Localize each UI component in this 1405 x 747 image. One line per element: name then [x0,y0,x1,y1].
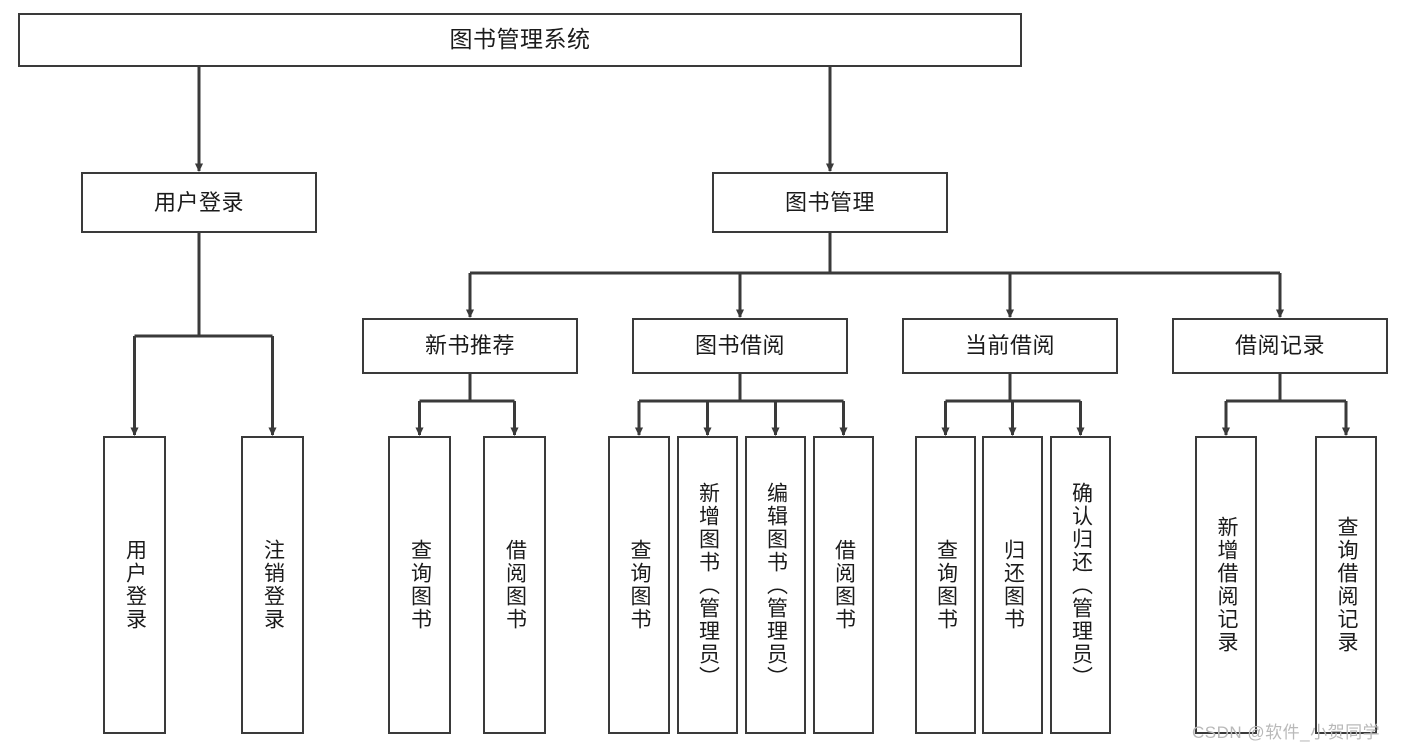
node-label-leaf-query-record: 查询借阅记录 [1335,516,1359,654]
node-label-root: 图书管理系统 [449,26,591,53]
node-leaf-return-book[interactable]: 归还图书 [982,436,1043,734]
node-label-leaf-user-login: 用户登录 [123,539,147,631]
node-label-book-borrow: 图书借阅 [694,333,785,359]
node-leaf-add-record[interactable]: 新增借阅记录 [1195,436,1257,734]
node-label-leaf-edit-book: 编辑图书（管理员） [764,481,788,689]
node-label-leaf-user-logout: 注销登录 [261,539,285,631]
node-root[interactable]: 图书管理系统 [18,13,1022,67]
node-borrow-record[interactable]: 借阅记录 [1172,318,1388,374]
node-label-leaf-borrow-book: 借阅图书 [832,539,856,631]
node-leaf-borrow-book-rec[interactable]: 借阅图书 [483,436,546,734]
node-leaf-confirm-return[interactable]: 确认归还（管理员） [1050,436,1111,734]
node-label-leaf-query-book-borrow: 查询图书 [628,539,652,631]
node-leaf-query-book-rec[interactable]: 查询图书 [388,436,451,734]
node-user-login[interactable]: 用户登录 [81,172,317,233]
node-label-borrow-record: 借阅记录 [1234,333,1325,359]
node-book-borrow[interactable]: 图书借阅 [632,318,848,374]
node-label-leaf-return-book: 归还图书 [1001,539,1025,631]
node-leaf-borrow-book[interactable]: 借阅图书 [813,436,874,734]
node-label-leaf-query-book-rec: 查询图书 [408,539,432,631]
node-label-leaf-add-book: 新增图书（管理员） [696,481,720,689]
node-leaf-query-book-borrow[interactable]: 查询图书 [608,436,670,734]
node-leaf-user-login[interactable]: 用户登录 [103,436,166,734]
node-current-borrow[interactable]: 当前借阅 [902,318,1118,374]
node-label-leaf-borrow-book-rec: 借阅图书 [503,539,527,631]
node-leaf-edit-book[interactable]: 编辑图书（管理员） [745,436,806,734]
node-label-user-login: 用户登录 [153,189,244,215]
node-book-manage[interactable]: 图书管理 [712,172,948,233]
node-label-new-book-rec: 新书推荐 [424,333,515,359]
node-label-current-borrow: 当前借阅 [964,333,1055,359]
node-label-leaf-add-record: 新增借阅记录 [1215,516,1239,654]
node-leaf-user-logout[interactable]: 注销登录 [241,436,304,734]
node-leaf-query-record[interactable]: 查询借阅记录 [1315,436,1377,734]
node-label-book-manage: 图书管理 [784,189,875,215]
node-leaf-add-book[interactable]: 新增图书（管理员） [677,436,738,734]
node-label-leaf-query-book-cur: 查询图书 [934,539,958,631]
node-new-book-rec[interactable]: 新书推荐 [362,318,578,374]
node-label-leaf-confirm-return: 确认归还（管理员） [1069,481,1093,689]
watermark: CSDN @软件_小贺同学 [1192,723,1381,742]
node-leaf-query-book-cur[interactable]: 查询图书 [915,436,976,734]
